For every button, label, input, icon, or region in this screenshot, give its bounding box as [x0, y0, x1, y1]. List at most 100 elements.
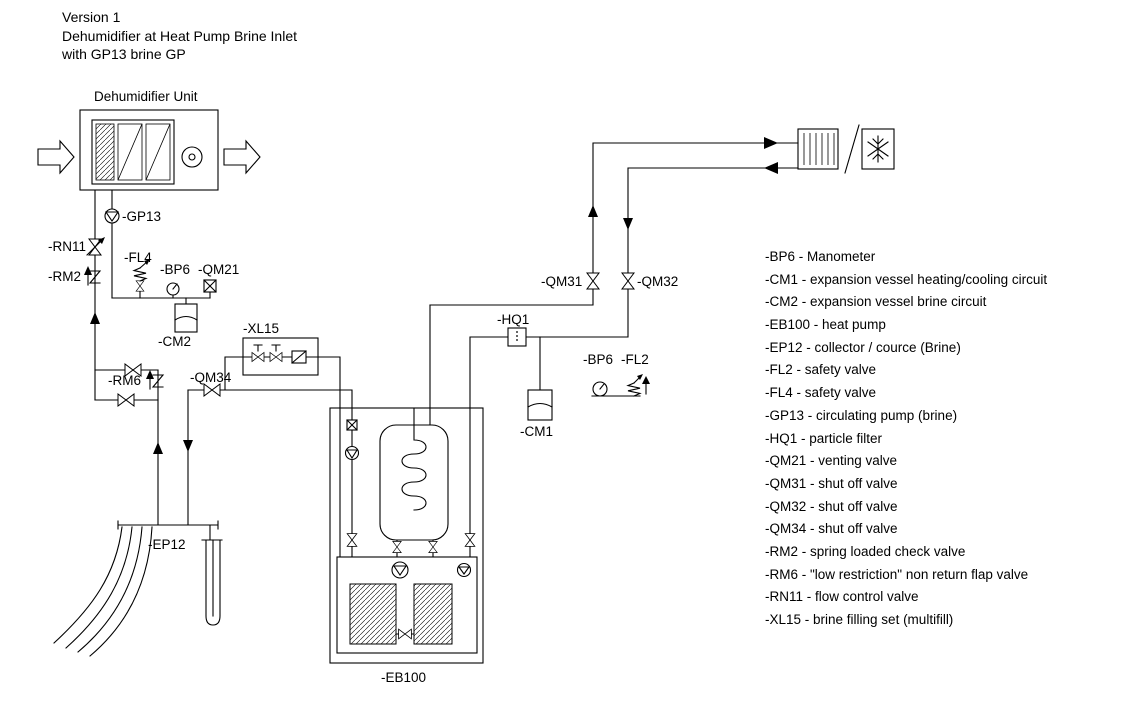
- internal-valve-icon: [428, 541, 438, 553]
- bp6-fl2-group: -BP6 -FL2: [583, 352, 650, 397]
- cooling-snowflake-icon: [861, 128, 895, 170]
- title-block: Version 1 Dehumidifier at Heat Pump Brin…: [61, 9, 297, 62]
- dehumidifier-housing: [79, 109, 219, 191]
- flow-arrow-up-icon: [90, 312, 100, 324]
- rn11-label: -RN11: [48, 239, 86, 254]
- brine-pump-icon: [344, 445, 360, 461]
- circulation-pump-icon: [391, 561, 409, 579]
- plate-hx-icon: [349, 583, 397, 645]
- qm32-label: -QM32: [637, 274, 678, 289]
- legend-item: -QM32 - shut off valve: [765, 499, 898, 514]
- internal-valve-icon: [346, 533, 358, 547]
- heating-supply-line: -QM31: [429, 137, 799, 306]
- legend-item: -RM2 - spring loaded check valve: [765, 544, 965, 559]
- evaporator-coil-icon: [95, 123, 115, 181]
- flow-arrow-right-icon: [764, 137, 778, 149]
- ep12-collector: -EP12: [53, 520, 223, 657]
- legend-item: -GP13 - circulating pump (brine): [765, 408, 957, 423]
- hq1-filter-icon: [507, 327, 527, 347]
- legend-item: -QM31 - shut off valve: [765, 476, 898, 491]
- title-line-1: Version 1: [62, 9, 121, 25]
- legend-item: -EP12 - collector / cource (Brine): [765, 340, 961, 355]
- compressor-module: [336, 556, 478, 654]
- fl4-label: -FL4: [124, 250, 152, 265]
- legend-item: -CM2 - expansion vessel brine circuit: [765, 294, 987, 309]
- cm1-vessel-icon: [527, 389, 553, 421]
- qm31-valve-icon: [586, 272, 600, 290]
- dehumidifier-label: Dehumidifier Unit: [94, 89, 198, 104]
- flow-arrow-down-icon: [183, 440, 193, 452]
- qm21-venting-valve-icon: [203, 279, 217, 299]
- ep12-label: -EP12: [148, 537, 186, 552]
- rm6-flap-valve-icon: [146, 370, 165, 390]
- cm1-label: -CM1: [520, 424, 553, 439]
- fl4-safety-valve-icon: [132, 259, 150, 299]
- bp6-right-gauge-icon: [592, 381, 608, 397]
- rm2-label: -RM2: [48, 269, 81, 284]
- flow-arrow-left-icon: [764, 162, 778, 174]
- connector-valve-icon: [117, 393, 135, 407]
- gp13-label: -GP13: [122, 209, 161, 224]
- fan-icon: [181, 146, 203, 168]
- brine-riser-left: -RN11 -RM2: [48, 189, 105, 401]
- collector-loop-icon: [53, 526, 123, 644]
- rm6-label: -RM6: [108, 373, 141, 388]
- legend-item: -FL4 - safety valve: [765, 385, 876, 400]
- collector-loop-icon: [65, 526, 133, 649]
- legend: -BP6 - Manometer -CM1 - expansion vessel…: [765, 249, 1047, 627]
- qm34-label: -QM34: [190, 370, 232, 385]
- collector-loop-icon: [77, 526, 143, 653]
- bp6-left-gauge-icon: [166, 282, 180, 299]
- fl2-safety-valve-icon: [626, 374, 650, 397]
- distribution-units: [797, 124, 895, 174]
- legend-item: -QM34 - shut off valve: [765, 521, 898, 536]
- cm2-label: -CM2: [158, 334, 191, 349]
- qm21-label: -QM21: [198, 262, 239, 277]
- xl15-label: -XL15: [243, 321, 279, 336]
- title-line-3: with GP13 brine GP: [61, 46, 186, 62]
- title-line-2: Dehumidifier at Heat Pump Brine Inlet: [62, 28, 297, 44]
- eb100-heat-pump: -EB100: [329, 304, 484, 685]
- rn11-valve-icon: [86, 237, 105, 256]
- coil-frame: [91, 119, 175, 185]
- collector-loop-icon: [89, 526, 153, 657]
- rm2-check-valve-icon: [84, 266, 102, 286]
- cross-connectors: [94, 363, 159, 407]
- heating-return-line: -QM32 -HQ1: [469, 162, 799, 409]
- internal-valve-icon: [464, 533, 476, 547]
- slash-divider: [844, 124, 860, 174]
- bp6-right-label: -BP6: [583, 352, 613, 367]
- legend-item: -FL2 - safety valve: [765, 362, 876, 377]
- gp13-pump-icon: [104, 208, 120, 224]
- bp6-left-label: -BP6: [160, 262, 190, 277]
- hq1-label: -HQ1: [497, 312, 529, 327]
- legend-item: -RM6 - "low restriction" non return flap…: [765, 567, 1028, 582]
- legend-item: -XL15 - brine filling set (multifill): [765, 612, 953, 627]
- cm1-vessel: -CM1: [520, 336, 553, 439]
- legend-item: -EB100 - heat pump: [765, 317, 886, 332]
- radiator-icon: [797, 128, 839, 170]
- qm34-valve-icon: [203, 383, 221, 397]
- internal-valve-icon: [392, 541, 402, 553]
- circulation-pump-icon: [456, 562, 472, 578]
- hx-panel-icon: [117, 123, 171, 181]
- flow-arrow-down-icon: [623, 218, 633, 230]
- dehumidifier-unit: Dehumidifier Unit: [37, 89, 261, 191]
- coil-icon: [401, 407, 427, 511]
- xl15-filling-set: [224, 337, 341, 409]
- flow-arrow-up-icon: [588, 205, 598, 217]
- legend-item: -RN11 - flow control valve: [765, 589, 919, 604]
- fl2-label: -FL2: [621, 352, 649, 367]
- eb100-label: -EB100: [381, 670, 426, 685]
- flow-arrow-up-icon: [153, 442, 163, 454]
- expansion-branch-left: -FL4 -BP6 -QM21 -CM2: [111, 250, 239, 349]
- internal-valve-icon: [398, 628, 412, 640]
- qm32-valve-icon: [621, 272, 635, 290]
- air-out-arrow-icon: [223, 139, 261, 175]
- air-in-arrow-icon: [37, 139, 75, 175]
- collector-risers: -RM6 -QM34 -XL15: [108, 321, 353, 526]
- legend-item: -QM21 - venting valve: [765, 453, 897, 468]
- plate-hx-icon: [413, 583, 453, 645]
